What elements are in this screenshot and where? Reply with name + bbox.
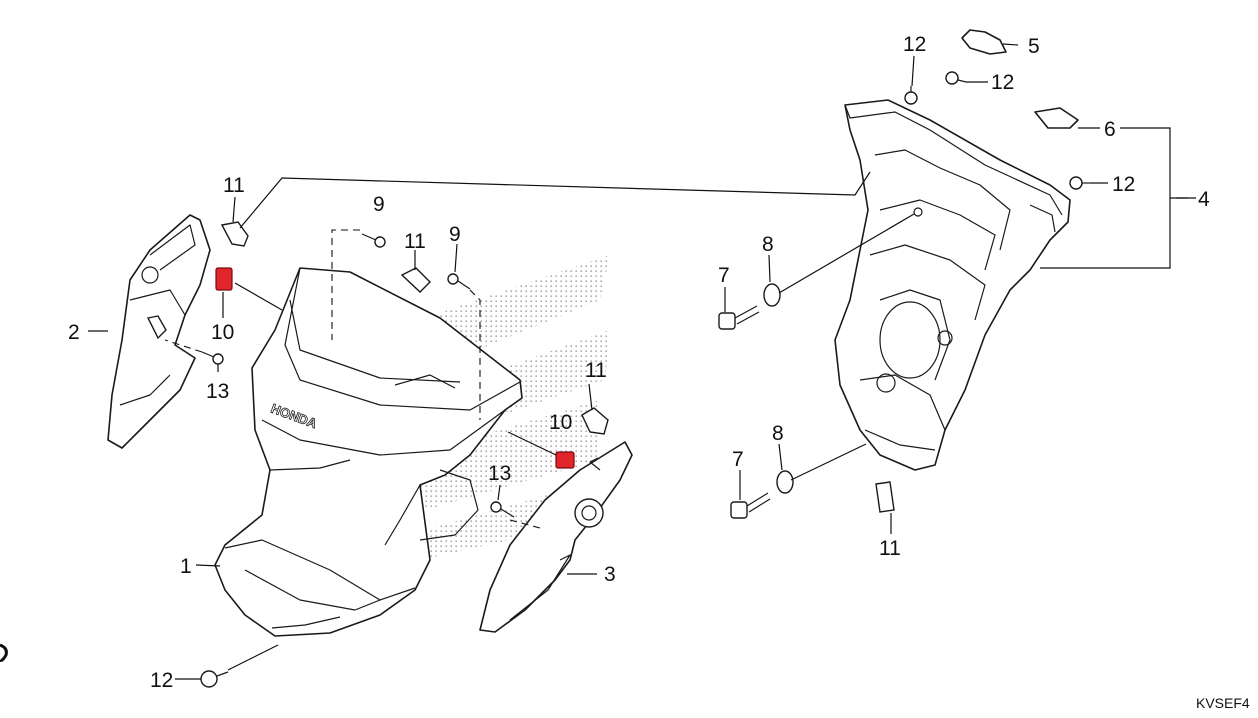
part-13-screw-a	[201, 351, 224, 365]
part-9-screw-b	[447, 273, 471, 290]
part-12-screw-a	[200, 670, 229, 688]
callout-5: 5	[1028, 35, 1040, 58]
callout-7-upper: 7	[718, 264, 730, 287]
part-12-screw-c	[945, 71, 967, 85]
part-11-clip-e	[146, 315, 167, 340]
part-8-washer-b	[776, 470, 794, 494]
drawing-code: KVSEF4	[1196, 695, 1250, 711]
part-10-clip-right	[555, 451, 575, 469]
part-7-bolt-a	[718, 305, 760, 330]
callout-2: 2	[68, 321, 80, 344]
part-5-cap	[961, 29, 1007, 55]
callout-12-upper-right: 12	[991, 71, 1014, 94]
part-6-pad	[1034, 107, 1079, 129]
callout-7-lower: 7	[732, 448, 744, 471]
callouts: 1 2 3 4 5 6 7 7 8 8 9 9 10 10 11 11 11 1…	[68, 33, 1210, 692]
callout-12-bottom: 12	[150, 669, 173, 692]
callout-12-right: 12	[1112, 173, 1135, 196]
part-10-clip-left	[215, 267, 233, 291]
callout-4: 4	[1198, 188, 1210, 211]
callout-6: 6	[1104, 118, 1116, 141]
callout-13-left: 13	[206, 380, 229, 403]
part-11-clip-d	[875, 481, 895, 513]
part-7-bolt-b	[730, 492, 771, 519]
part-12-screw-d	[1069, 176, 1090, 190]
callout-3: 3	[604, 563, 616, 586]
callout-1: 1	[180, 555, 192, 578]
callout-13-right: 13	[488, 462, 511, 485]
callout-10-left: 10	[211, 321, 234, 344]
part-8-washer-a	[763, 283, 781, 307]
callout-11-left: 11	[223, 174, 245, 197]
callout-11-right: 11	[585, 359, 607, 382]
part-11-clip-a	[220, 221, 249, 247]
callout-10-right: 10	[549, 411, 572, 434]
part-4-inner-frame	[834, 99, 1071, 471]
callout-8-lower: 8	[772, 422, 784, 445]
callout-9-left: 9	[373, 193, 385, 216]
edge-mark	[0, 643, 8, 662]
part-13-screw-b	[490, 501, 515, 518]
callout-11-center: 11	[404, 230, 426, 253]
part-12-screw-b	[904, 86, 918, 105]
part-9-screw-a	[361, 233, 386, 248]
leader-lines	[88, 43, 1196, 680]
callout-12-top: 12	[903, 33, 926, 56]
callout-11-bottom: 11	[879, 537, 901, 560]
part-11-clip-b	[400, 267, 431, 293]
callout-9-right: 9	[449, 223, 461, 246]
part-3-right-panel	[479, 441, 633, 633]
part-1-front-cover: HONDA	[214, 267, 523, 637]
callout-8-upper: 8	[762, 233, 774, 256]
